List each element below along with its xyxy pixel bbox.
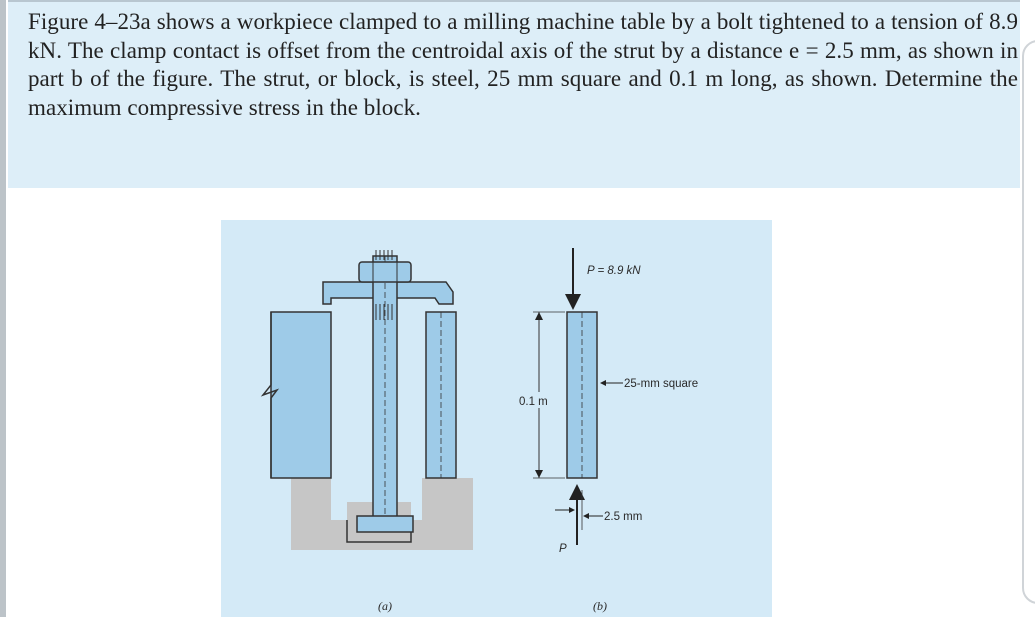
offset-label: 2.5 mm (604, 511, 642, 523)
nut (358, 261, 412, 283)
problem-statement-box: Figure 4–23a shows a workpiece clamped t… (8, 0, 1020, 188)
figure-4-23: (a) P = 8.9 kN 0.1 m 25-mm square P 2.5 … (260, 248, 698, 613)
t-bolt-head (356, 515, 414, 533)
section-label: 25-mm square (624, 378, 698, 390)
reaction-label: P (559, 543, 567, 555)
figure-part-a: (a) (260, 250, 473, 613)
caption-b: (b) (593, 599, 607, 613)
load-label: P = 8.9 kN (587, 265, 641, 277)
figure-part-b: P = 8.9 kN 0.1 m 25-mm square P 2.5 mm (… (517, 248, 698, 613)
length-label: 0.1 m (519, 396, 548, 408)
caption-a: (a) (378, 599, 392, 613)
problem-text: Figure 4–23a shows a workpiece clamped t… (28, 9, 1018, 120)
scroll-edge-handle[interactable] (1022, 40, 1035, 604)
left-border (0, 0, 6, 617)
workpiece (270, 311, 332, 479)
